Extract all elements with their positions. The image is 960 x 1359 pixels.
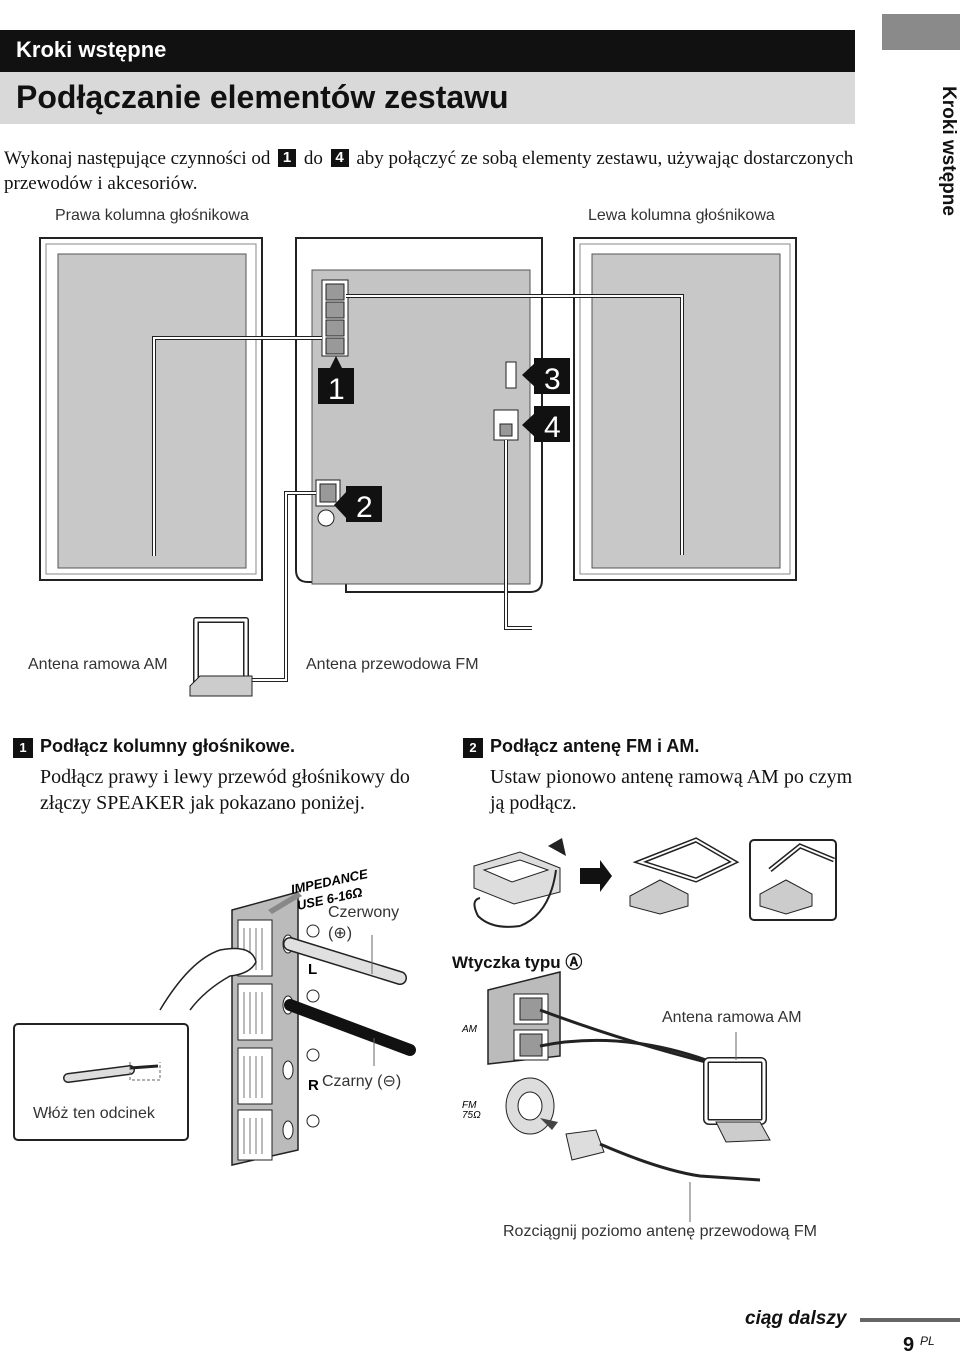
step-1-heading: Podłącz kolumny głośnikowe.	[40, 736, 296, 756]
antenna-jack-panel	[487, 971, 707, 1135]
side-tab-marker	[882, 14, 960, 50]
fm-plug	[540, 1118, 761, 1222]
label-plug-type: Wtyczka typu Ⓐ	[452, 953, 583, 972]
am-loop-antenna-top	[189, 617, 253, 697]
am-jack-label: AM	[461, 1024, 478, 1035]
arrow-right-icon	[580, 860, 612, 892]
am-antenna-setup-step2	[629, 837, 740, 915]
callout-2	[334, 486, 382, 522]
label-red-symbol: (⊕)	[328, 925, 353, 942]
am-antenna-setup-step1	[473, 838, 566, 928]
label-am-loop-antenna: Antena ramowa AM	[28, 656, 168, 673]
step-start-badge: 1	[278, 149, 297, 167]
step-1-badge: 1	[13, 738, 33, 758]
step-2-heading: Podłącz antenę FM i AM.	[490, 736, 700, 756]
callout-2-text: 2	[356, 491, 373, 524]
callout-4	[522, 406, 570, 442]
callout-4-text: 4	[544, 411, 561, 444]
title-band	[0, 72, 855, 124]
intro-text-3: aby połączyć ze sobą elementy zestawu, u…	[4, 148, 854, 194]
channel-l-label: L	[308, 961, 317, 978]
page-number: 9	[903, 1334, 915, 1356]
left-speaker-illustration	[573, 237, 797, 581]
page-title: Podłączanie elementów zestawu	[16, 79, 509, 115]
fm-jack-label-2: 75Ω	[462, 1110, 481, 1121]
label-am-loop-antenna-lower: Antena ramowa AM	[662, 1009, 802, 1026]
intro-paragraph: Wykonaj następujące czynności od 1 do 4 …	[4, 146, 864, 196]
right-speaker-illustration	[39, 237, 263, 581]
speaker-terminal-detail	[159, 891, 416, 1166]
insert-wire-inset	[13, 1023, 189, 1141]
callout-3-text: 3	[544, 363, 561, 396]
callout-1	[318, 356, 354, 404]
continued-label: ciąg dalszy	[745, 1308, 847, 1329]
step-1-body: Podłącz prawy i lewy przewód głośnikowy …	[40, 766, 410, 814]
continued-rule	[860, 1318, 960, 1322]
label-red-wire: Czerwony	[328, 904, 400, 921]
step-end-badge: 4	[330, 149, 349, 167]
am-antenna-setup-step3	[749, 839, 837, 921]
label-left-speaker: Lewa kolumna głośnikowa	[588, 207, 775, 224]
intro-text-1: Wykonaj następujące czynności od	[4, 148, 271, 169]
label-right-speaker: Prawa kolumna głośnikowa	[55, 207, 249, 224]
am-loop-antenna-bottom	[703, 1032, 771, 1143]
intro-text-2: do	[303, 148, 323, 169]
callout-3	[522, 358, 570, 394]
page-number-suffix: PL	[920, 1334, 935, 1348]
section-header-bar	[0, 30, 855, 72]
step-2-body: Ustaw pionowo antenę ramową AM po czym j…	[490, 766, 853, 814]
channel-r-label: R	[308, 1077, 319, 1094]
label-extend-fm-antenna: Rozciągnij poziomo antenę przewodową FM	[503, 1223, 817, 1240]
label-insert-section: Włóż ten odcinek	[33, 1105, 155, 1122]
callout-1-text: 1	[328, 373, 345, 406]
fm-jack-label-1: FM	[462, 1100, 477, 1111]
label-black-wire: Czarny (⊖)	[322, 1073, 402, 1090]
step-2-badge: 2	[463, 738, 483, 758]
label-fm-wire-antenna: Antena przewodowa FM	[306, 656, 479, 673]
section-title: Kroki wstępne	[16, 37, 167, 62]
